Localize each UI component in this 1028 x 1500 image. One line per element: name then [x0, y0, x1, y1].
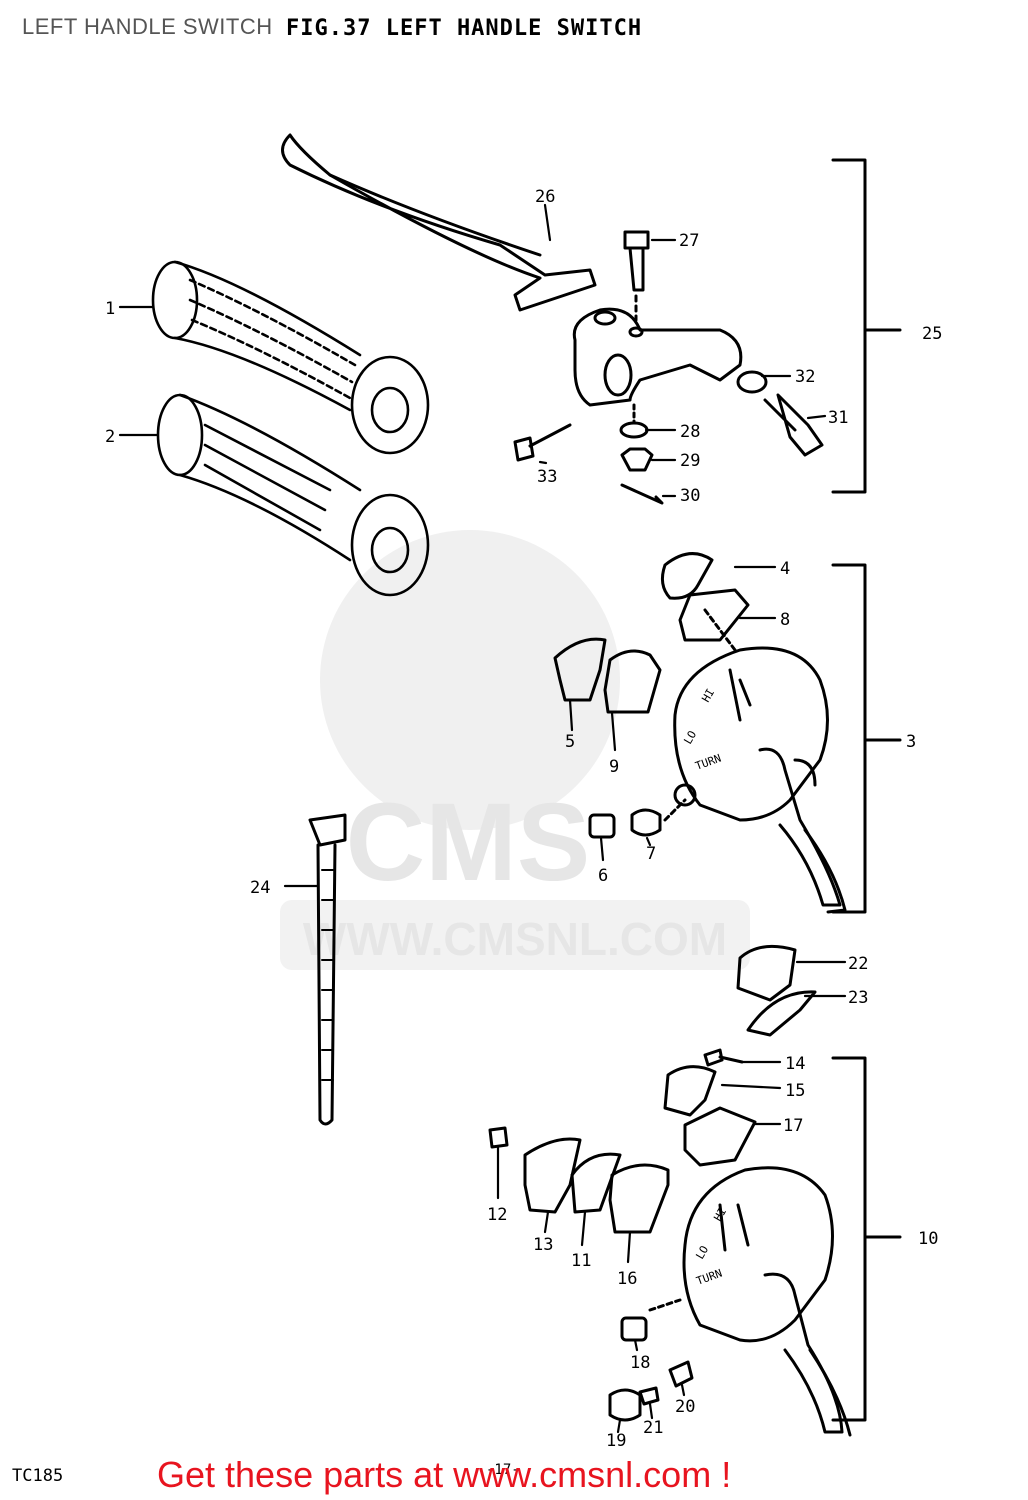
- part-25-lever-bracket: [572, 307, 743, 407]
- callout-16: 16: [617, 1269, 637, 1289]
- part-7-spring-cap: [630, 808, 662, 837]
- page-title: LEFT HANDLE SWITCH: [22, 14, 273, 39]
- callout-8: 8: [780, 610, 790, 630]
- part-3-switch-assembly: [673, 608, 847, 914]
- part-21-pin: [638, 1386, 660, 1406]
- marking-turn-upper: TURN: [694, 752, 723, 773]
- part-4-knob: [660, 552, 714, 600]
- part-33-bolt: [513, 423, 572, 462]
- callout-15: 15: [785, 1081, 805, 1101]
- part-32-washer: [736, 370, 768, 394]
- part-13-knob: [523, 1137, 582, 1214]
- part-23-cover: [746, 990, 817, 1037]
- callout-3: 3: [906, 732, 916, 752]
- callout-19: 19: [606, 1431, 626, 1451]
- callout-20: 20: [675, 1397, 695, 1417]
- marking-hi-lower: HI: [711, 1206, 729, 1224]
- marking-lo-lower: LO: [693, 1244, 711, 1262]
- part-2-grip: [156, 393, 430, 597]
- callout-12: 12: [487, 1205, 507, 1225]
- watermark: CMS WWW.CMSNL.COM: [280, 530, 750, 970]
- part-5-knob: [553, 637, 607, 702]
- callout-22: 22: [848, 954, 868, 974]
- promo-banner-link[interactable]: Get these parts at www.cmsnl.com !: [157, 1454, 732, 1495]
- part-29-nut: [620, 447, 654, 472]
- marking-turn-lower: TURN: [695, 1267, 724, 1288]
- callout-4: 4: [780, 559, 790, 579]
- part-11-cover: [570, 1152, 622, 1214]
- page-number: -17-: [486, 1462, 520, 1478]
- part-12-screw: [488, 1126, 509, 1149]
- part-20-cap: [668, 1360, 694, 1388]
- callout-11: 11: [571, 1251, 591, 1271]
- part-22-knob: [736, 944, 797, 1002]
- marking-hi-upper: HI: [699, 687, 717, 705]
- callout-2: 2: [105, 427, 115, 447]
- part-8-slider: [678, 588, 750, 642]
- leader-lines: [118, 203, 847, 1434]
- part-9-contact: [603, 649, 662, 714]
- figure-title: FIG.37 LEFT HANDLE SWITCH: [286, 16, 643, 41]
- bracket-10: [831, 1056, 902, 1422]
- callout-14: 14: [785, 1054, 805, 1074]
- part-24-cable-strap: [308, 813, 347, 1126]
- callout-25: 25: [922, 324, 942, 344]
- callout-27: 27: [679, 231, 699, 251]
- callout-29: 29: [680, 451, 700, 471]
- callout-labels: 1 2 3 4 5 6 7 8 9 10 11 12 13 14 15 16 1…: [105, 187, 942, 1451]
- watermark-url: WWW.CMSNL.COM: [303, 913, 727, 965]
- part-27-pivot-bolt: [623, 230, 650, 292]
- callout-6: 6: [598, 866, 608, 886]
- callout-18: 18: [630, 1353, 650, 1373]
- callout-32: 32: [795, 367, 815, 387]
- part-19-spring: [608, 1388, 642, 1422]
- callout-26: 26: [535, 187, 555, 207]
- callout-28: 28: [680, 422, 700, 442]
- callout-10: 10: [918, 1229, 938, 1249]
- marking-lo-upper: LO: [681, 729, 699, 747]
- callout-5: 5: [565, 732, 575, 752]
- part-16-contact: [608, 1163, 670, 1234]
- callout-9: 9: [609, 757, 619, 777]
- callout-33: 33: [537, 467, 557, 487]
- callout-24: 24: [250, 878, 270, 898]
- watermark-logo: CMS: [346, 781, 590, 904]
- part-31-bolt: [763, 393, 824, 457]
- callout-23: 23: [848, 988, 868, 1008]
- callout-21: 21: [643, 1418, 663, 1438]
- model-code: TC185: [12, 1466, 64, 1486]
- part-10-switch-assembly: [682, 1166, 852, 1437]
- part-6-button: [588, 813, 616, 839]
- bracket-3: [831, 563, 902, 914]
- part-18-button: [620, 1316, 648, 1342]
- callout-30: 30: [680, 486, 700, 506]
- part-1-grip: [151, 260, 430, 455]
- part-28-washer: [619, 421, 649, 439]
- part-17-slider: [683, 1106, 757, 1167]
- callout-1: 1: [105, 299, 115, 319]
- part-14-screw: [703, 1048, 744, 1067]
- part-30-cotter-pin: [620, 483, 664, 505]
- callout-31: 31: [828, 408, 848, 428]
- bracket-25: [831, 158, 902, 494]
- callout-13: 13: [533, 1235, 553, 1255]
- callout-17: 17: [783, 1116, 803, 1136]
- part-15-knob: [663, 1065, 717, 1117]
- callout-7: 7: [646, 844, 656, 864]
